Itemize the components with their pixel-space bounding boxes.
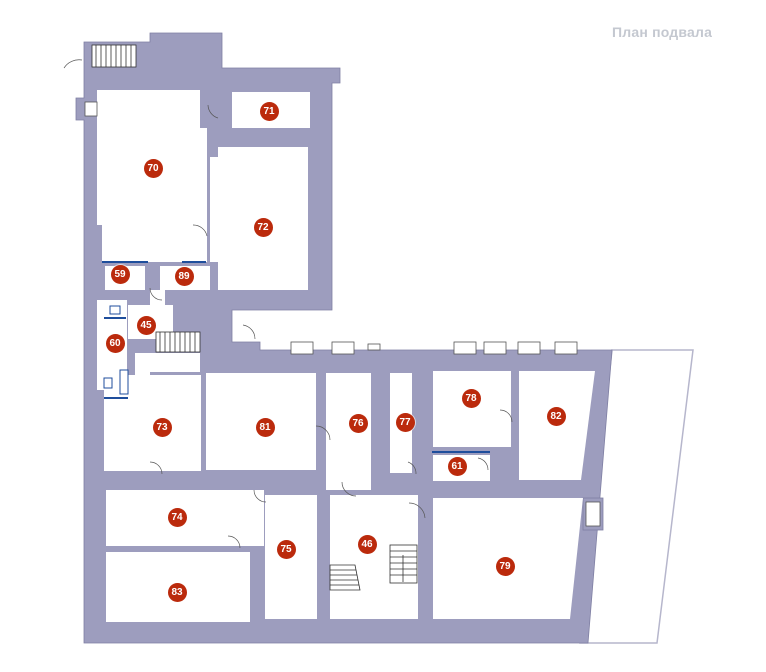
- room-marker-46[interactable]: 46: [357, 534, 377, 554]
- light-wells: [84, 101, 601, 527]
- room-marker-76[interactable]: 76: [348, 413, 368, 433]
- room-marker-60[interactable]: 60: [105, 333, 125, 353]
- room-marker-45[interactable]: 45: [136, 315, 156, 335]
- doors: [63, 59, 513, 549]
- room-marker-81[interactable]: 81: [255, 417, 275, 437]
- room-marker-61[interactable]: 61: [447, 456, 467, 476]
- room-marker-78[interactable]: 78: [461, 388, 481, 408]
- room-marker-82[interactable]: 82: [546, 406, 566, 426]
- room-marker-72[interactable]: 72: [253, 217, 273, 237]
- small-fixtures: [103, 305, 129, 395]
- plan-title: План подвала: [612, 24, 713, 40]
- room-marker-73[interactable]: 73: [152, 417, 172, 437]
- stair-steps: [95, 45, 417, 586]
- room-marker-75[interactable]: 75: [276, 539, 296, 559]
- room-marker-70[interactable]: 70: [143, 158, 163, 178]
- room-marker-89[interactable]: 89: [174, 266, 194, 286]
- room-marker-59[interactable]: 59: [110, 264, 130, 284]
- room-marker-74[interactable]: 74: [167, 507, 187, 527]
- fixtures: [102, 261, 490, 453]
- room-marker-79[interactable]: 79: [495, 556, 515, 576]
- stairs: [91, 44, 418, 591]
- room-marker-83[interactable]: 83: [167, 582, 187, 602]
- room-marker-77[interactable]: 77: [395, 412, 415, 432]
- room-marker-71[interactable]: 71: [259, 101, 279, 121]
